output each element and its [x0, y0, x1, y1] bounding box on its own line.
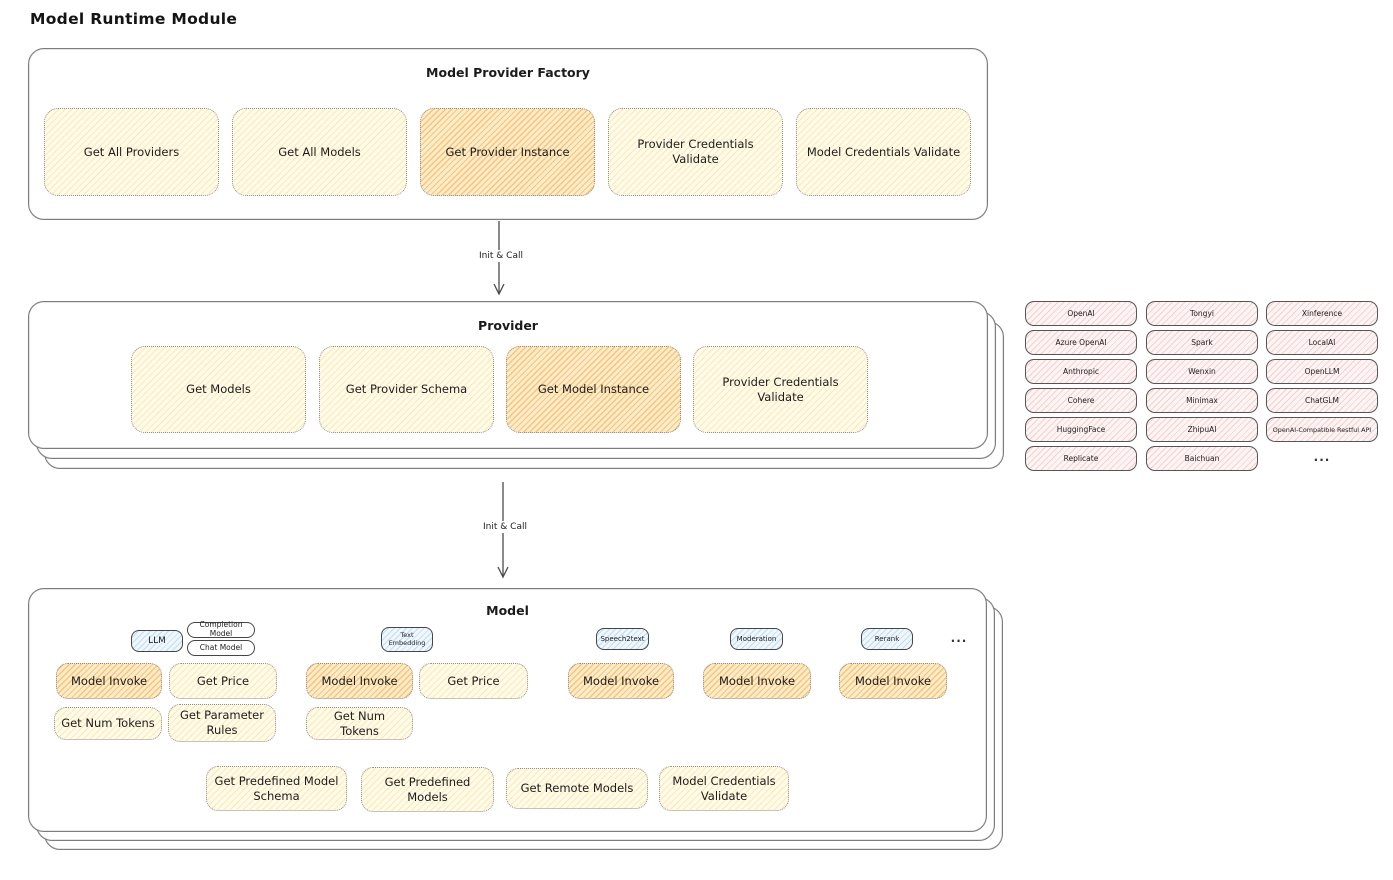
chip-tongyi: Tongyi: [1146, 301, 1258, 326]
node-get-all-providers: Get All Providers: [44, 108, 219, 196]
node-get-models: Get Models: [131, 346, 306, 433]
tab-rerank: Rerank: [861, 628, 913, 650]
node-rerank-model-invoke: Model Invoke: [839, 663, 947, 699]
chip-minimax: Minimax: [1146, 388, 1258, 413]
node-get-provider-schema: Get Provider Schema: [319, 346, 494, 433]
tab-text-embedding: Text Embedding: [381, 627, 433, 652]
factory-container: Model Provider Factory Get All Providers…: [28, 48, 988, 220]
provider-title: Provider: [478, 318, 538, 333]
tab-chat-model: Chat Model: [187, 640, 255, 656]
tab-completion-model: Completion Model: [187, 621, 255, 638]
model-container: Model LLM Completion Model Chat Model Te…: [28, 588, 987, 832]
tab-speech2text: Speech2text: [596, 628, 649, 650]
model-title: Model: [486, 603, 529, 618]
chip-replicate: Replicate: [1025, 446, 1137, 471]
chip-openai: OpenAI: [1025, 301, 1137, 326]
factory-title: Model Provider Factory: [426, 65, 590, 80]
tab-moderation: Moderation: [730, 628, 783, 650]
chip-huggingface: HuggingFace: [1025, 417, 1137, 442]
model-tabs-ellipsis: ...: [950, 631, 968, 645]
chip-openai-compatible-restful-api: OpenAI-Compatible Restful API: [1266, 417, 1378, 442]
chip-openllm: OpenLLM: [1266, 359, 1378, 384]
node-provider-credentials-validate: Provider Credentials Validate: [608, 108, 783, 196]
node-model-credentials-validate: Model Credentials Validate: [796, 108, 971, 196]
provider-list-ellipsis: ...: [1313, 450, 1331, 464]
chip-zhipuai: ZhipuAI: [1146, 417, 1258, 442]
chip-localai: LocalAI: [1266, 330, 1378, 355]
chip-spark: Spark: [1146, 330, 1258, 355]
chip-wenxin: Wenxin: [1146, 359, 1258, 384]
node-embedding-get-price: Get Price: [419, 663, 528, 699]
node-moderation-model-invoke: Model Invoke: [703, 663, 811, 699]
node-get-predefined-models: Get Predefined Models: [361, 767, 494, 812]
provider-container: Provider Get Models Get Provider Schema …: [28, 301, 988, 449]
node-embedding-model-invoke: Model Invoke: [306, 663, 413, 699]
arrow-label-init-call-2: Init & Call: [471, 521, 539, 533]
chip-azure-openai: Azure OpenAI: [1025, 330, 1137, 355]
chip-baichuan: Baichuan: [1146, 446, 1258, 471]
node-llm-get-parameter-rules: Get Parameter Rules: [168, 704, 276, 742]
node-provider-credentials-validate-2: Provider Credentials Validate: [693, 346, 868, 433]
tab-llm: LLM: [131, 630, 183, 652]
node-embedding-get-num-tokens: Get Num Tokens: [306, 707, 413, 740]
page-title: Model Runtime Module: [30, 10, 238, 28]
node-speech2text-model-invoke: Model Invoke: [568, 663, 674, 699]
node-model-credentials-validate-2: Model Credentials Validate: [659, 766, 789, 811]
node-get-provider-instance: Get Provider Instance: [420, 108, 595, 196]
arrow-label-init-call-1: Init & Call: [467, 250, 535, 262]
node-get-remote-models: Get Remote Models: [506, 768, 648, 809]
node-get-all-models: Get All Models: [232, 108, 407, 196]
node-llm-get-num-tokens: Get Num Tokens: [54, 707, 162, 740]
node-llm-model-invoke: Model Invoke: [56, 663, 162, 699]
chip-chatglm: ChatGLM: [1266, 388, 1378, 413]
node-llm-get-price: Get Price: [169, 663, 277, 699]
chip-anthropic: Anthropic: [1025, 359, 1137, 384]
node-get-model-instance: Get Model Instance: [506, 346, 681, 433]
node-get-predefined-model-schema: Get Predefined Model Schema: [206, 766, 347, 811]
chip-xinference: Xinference: [1266, 301, 1378, 326]
chip-cohere: Cohere: [1025, 388, 1137, 413]
